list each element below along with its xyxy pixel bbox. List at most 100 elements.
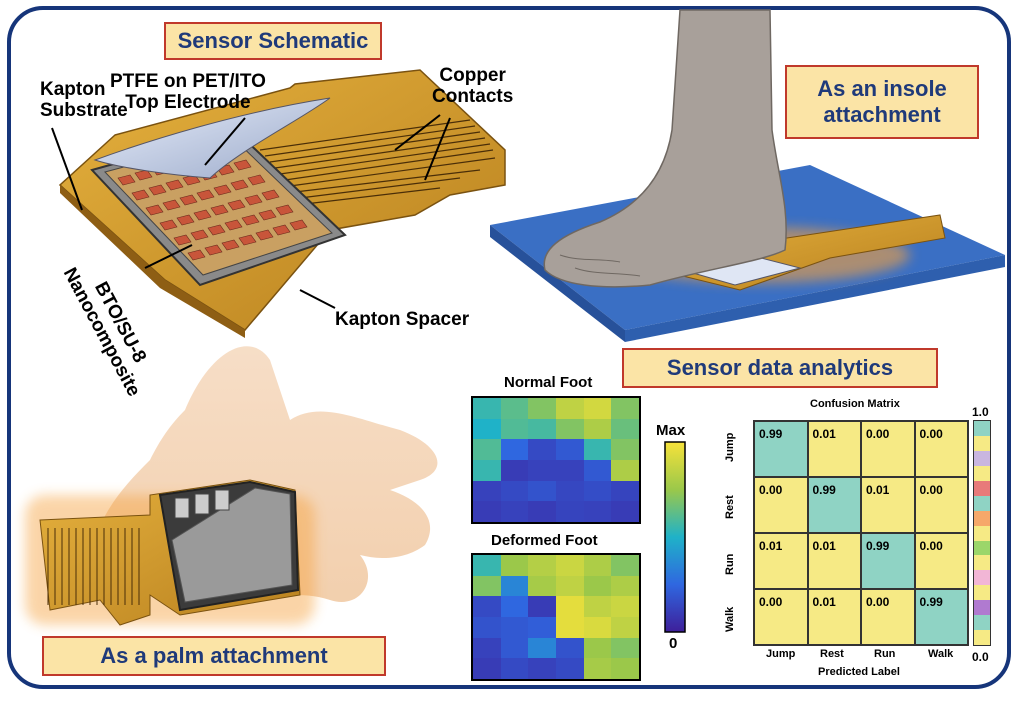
normal-foot-cell-5-5 — [611, 501, 639, 522]
colorbar-max-label: Max — [656, 422, 686, 439]
sensor-pad — [258, 209, 277, 221]
normal-foot-cell-4-3 — [555, 480, 584, 502]
sensor-schematic-illustration — [58, 69, 506, 338]
confusion-cell-1-2: 0.01 — [861, 477, 915, 533]
normal-foot-cell-2-0 — [473, 439, 501, 460]
confusion-value-label: 0.01 — [812, 427, 836, 441]
confusion-colorbar-segment — [974, 600, 990, 616]
deformed-foot-cell-2-1 — [500, 596, 529, 617]
deformed-foot-cell-4-3 — [555, 637, 584, 659]
deformed-foot-cell-3-1 — [500, 616, 529, 638]
confusion-cell-3-3: 0.99 — [914, 589, 968, 645]
normal-foot-title: Normal Foot — [504, 374, 593, 391]
confusion-colorbar-segment — [974, 570, 990, 586]
deformed-foot-cell-5-5 — [611, 658, 639, 679]
deformed-foot-cell-2-5 — [611, 596, 639, 617]
sensor-pad — [224, 219, 243, 231]
sensor-pad — [230, 179, 249, 191]
deformed-foot-cell-3-4 — [583, 616, 612, 638]
confusion-cell-3-2: 0.00 — [861, 589, 915, 645]
sensor-pad — [275, 204, 294, 216]
confusion-colorbar-segment — [974, 495, 990, 511]
confusion-colorbar-segment — [974, 525, 990, 541]
normal-foot-cell-1-0 — [473, 418, 501, 440]
confusion-cell-2-2: 0.99 — [861, 533, 915, 589]
normal-foot-cell-1-1 — [500, 418, 529, 440]
sensor-pad — [289, 219, 308, 231]
deformed-foot-cell-5-2 — [528, 658, 556, 679]
heatmap-colorbar — [664, 441, 686, 633]
analytics-title: Sensor data analytics — [622, 348, 938, 388]
sensor-pad — [213, 184, 232, 196]
deformed-foot-cell-1-5 — [611, 575, 639, 597]
confusion-xlabel: Predicted Label — [818, 666, 900, 678]
sensor-pad — [187, 249, 206, 261]
sensor-pad — [238, 234, 257, 246]
sensor-pad — [117, 174, 136, 186]
sensor-pad — [134, 169, 153, 181]
confusion-cell-0-2: 0.00 — [861, 421, 915, 477]
confusion-y-tick: Rest — [724, 494, 736, 519]
deformed-foot-cell-1-0 — [473, 575, 501, 597]
normal-foot-cell-0-5 — [611, 398, 639, 419]
sensor-pad — [173, 234, 192, 246]
confusion-y-tick: Jump — [724, 432, 736, 463]
sensor-pad — [261, 189, 280, 201]
confusion-colorbar-segment — [974, 450, 990, 466]
confusion-value-label: 0.99 — [812, 483, 836, 497]
confusion-cell-2-0: 0.01 — [754, 533, 808, 589]
deformed-foot-cell-0-0 — [473, 555, 501, 576]
deformed-foot-cell-3-5 — [611, 616, 639, 638]
confusion-colorbar-segment — [974, 540, 990, 556]
normal-foot-cell-3-0 — [473, 459, 501, 481]
deformed-foot-cell-2-4 — [583, 596, 612, 617]
normal-foot-cell-0-2 — [528, 398, 556, 419]
deformed-foot-cell-3-3 — [555, 616, 584, 638]
confusion-x-tick: Walk — [928, 648, 954, 660]
sensor-pad — [148, 184, 167, 196]
confusion-cell-3-0: 0.00 — [754, 589, 808, 645]
normal-foot-cell-4-2 — [528, 480, 556, 502]
annotation-arrows — [51, 114, 451, 309]
normal-foot-cell-5-1 — [500, 501, 529, 522]
normal-foot-cell-2-5 — [611, 439, 639, 460]
normal-foot-heatmap — [471, 396, 641, 524]
confusion-x-tick: Jump — [766, 648, 796, 660]
normal-foot-cell-5-2 — [528, 501, 556, 522]
deformed-foot-cell-5-3 — [555, 658, 584, 679]
sensor-pad — [193, 209, 212, 221]
sensor-pad — [244, 194, 263, 206]
deformed-foot-cell-4-4 — [583, 637, 612, 659]
confusion-colorbar-segment — [974, 585, 990, 601]
sensor-pad — [190, 229, 209, 241]
deformed-foot-cell-4-5 — [611, 637, 639, 659]
palm-illustration — [25, 346, 438, 626]
confusion-cell-3-1: 0.01 — [807, 589, 861, 645]
confusion-colorbar-segment — [974, 555, 990, 571]
deformed-foot-cell-4-0 — [473, 637, 501, 659]
confusion-colorbar-segment — [974, 480, 990, 496]
confusion-matrix-title: Confusion Matrix — [810, 398, 900, 410]
deformed-foot-cell-4-1 — [500, 637, 529, 659]
sensor-pad — [159, 219, 178, 231]
deformed-foot-cell-4-2 — [528, 637, 556, 659]
confusion-colorbar-segment — [974, 510, 990, 526]
confusion-cell-1-3: 0.00 — [914, 477, 968, 533]
deformed-foot-cell-1-4 — [583, 575, 612, 597]
deformed-foot-cell-1-2 — [528, 575, 556, 597]
normal-foot-cell-3-3 — [555, 459, 584, 481]
normal-foot-cell-0-4 — [583, 398, 612, 419]
deformed-foot-cell-3-0 — [473, 616, 501, 638]
insole-title: As an insole attachment — [785, 65, 979, 139]
confusion-value-label: 0.00 — [919, 427, 943, 441]
confusion-value-label: 0.99 — [866, 539, 890, 553]
confusion-value-label: 0.01 — [866, 483, 890, 497]
deformed-foot-cell-3-2 — [528, 616, 556, 638]
normal-foot-cell-1-5 — [611, 418, 639, 440]
deformed-foot-cell-2-3 — [555, 596, 584, 617]
confusion-value-label: 0.00 — [866, 595, 890, 609]
sensor-pad — [162, 199, 181, 211]
confusion-value-label: 0.00 — [919, 539, 943, 553]
